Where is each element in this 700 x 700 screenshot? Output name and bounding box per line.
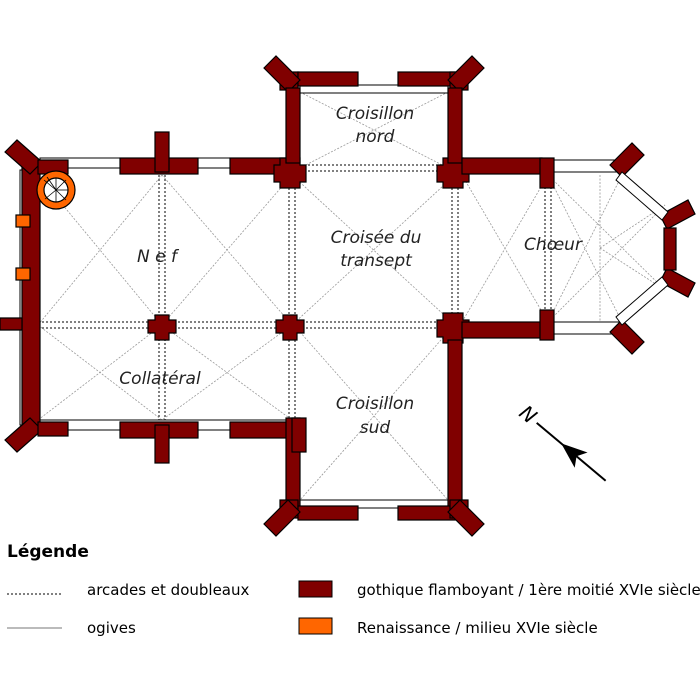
legend: Légende arcades et doubleaux ogives goth… [7, 542, 700, 637]
label-croisillon-nord-2: nord [356, 127, 395, 147]
legend-label-renaissance: Renaissance / milieu XVIe siècle [357, 619, 598, 637]
north-arrow-icon: N [515, 400, 607, 482]
legend-label-ogives: ogives [87, 619, 136, 637]
legend-gothic-swatch [298, 580, 333, 598]
label-croisillon-nord-1: Croisillon [336, 104, 414, 124]
legend-label-gothic: gothique flamboyant / 1ère moitié XVIe s… [357, 581, 700, 599]
renaissance-masonry [15, 170, 76, 281]
legend-label-arcades: arcades et doubleaux [87, 581, 250, 599]
legend-renaissance-swatch [298, 617, 333, 635]
gothic-masonry [0, 55, 696, 537]
thin-walls [19, 84, 623, 509]
arcades-layer [38, 164, 552, 420]
label-croisee-1: Croisée du [331, 228, 422, 248]
label-croisillon-sud-2: sud [360, 418, 391, 438]
label-collateral: Collatéral [119, 369, 201, 389]
apse-walls [615, 171, 669, 326]
label-croisee-2: transept [340, 251, 413, 271]
room-labels: Croisillon nord N e f Croisée du transep… [119, 104, 583, 438]
label-choeur: Chœur [524, 235, 583, 255]
label-nef: N e f [137, 247, 180, 267]
ogives-layer [37, 91, 666, 501]
label-croisillon-sud-1: Croisillon [336, 394, 414, 414]
legend-title: Légende [7, 542, 89, 562]
